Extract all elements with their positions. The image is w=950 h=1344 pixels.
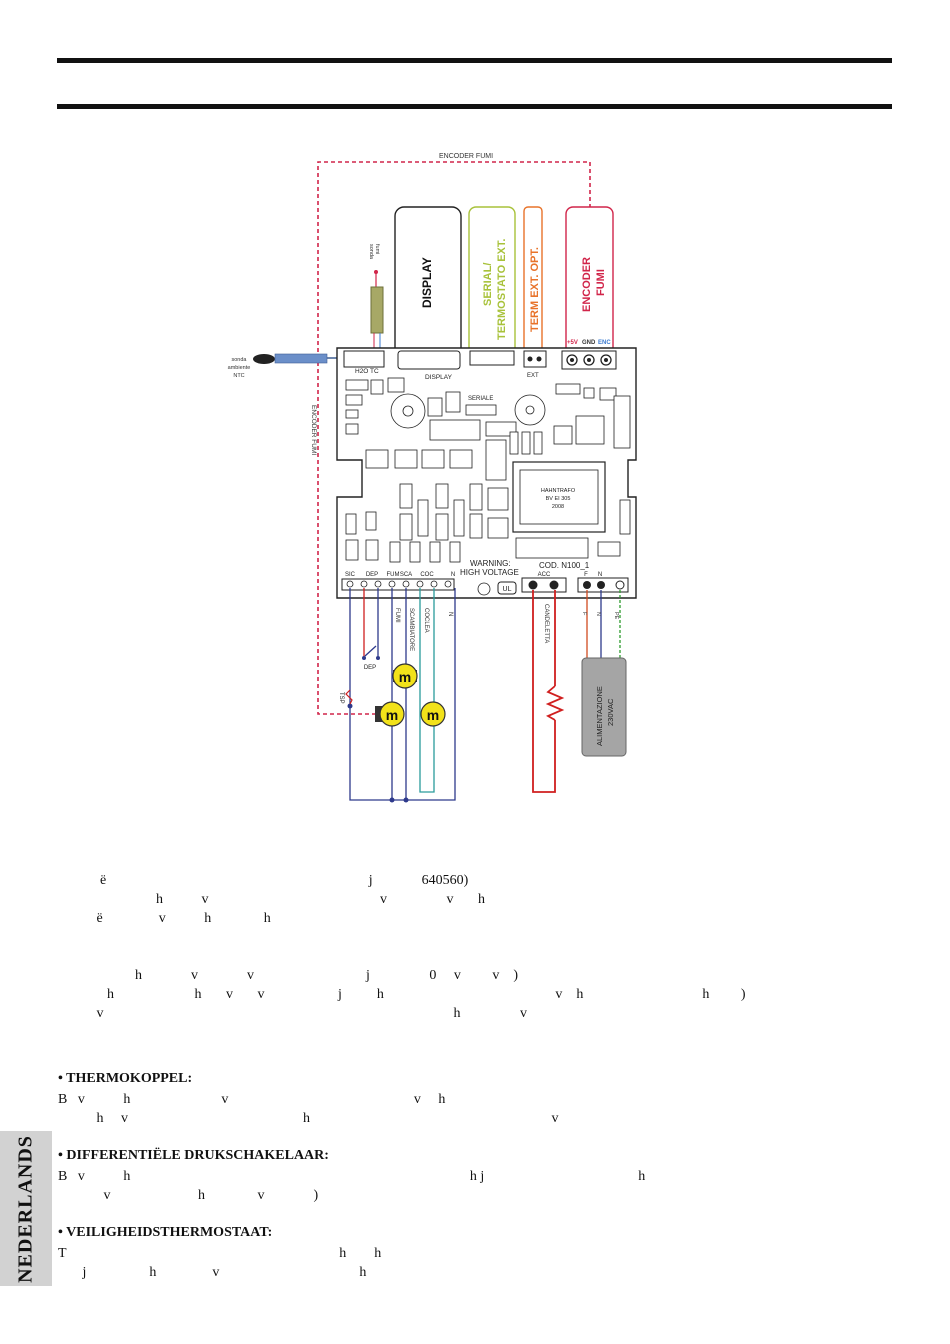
tsp-label: TSP — [338, 692, 344, 704]
ntc-cable — [274, 353, 328, 364]
terminal-sca: SCA — [400, 572, 412, 578]
warning-label-1: WARNING: — [470, 559, 511, 568]
serial-label-1: SERIAL/ — [482, 263, 494, 306]
motor-coclea: m — [420, 701, 446, 727]
alimentazione-label-2: 230VAC — [606, 698, 615, 726]
scambiatore-label: SCAMBIATORE — [408, 608, 414, 651]
alimentazione-label-1: ALIMENTAZIONE — [595, 686, 604, 746]
plus5v-label: +5V — [567, 340, 578, 346]
motor-scambiatore: m — [392, 663, 418, 689]
terminal-fum: FUM — [387, 572, 400, 578]
heading-veiligheidsthermostaat: • VEILIGHEIDSTHERMOSTAAT: — [58, 1225, 273, 1240]
sonda-amb-label-3: NTC — [233, 373, 244, 379]
acc-label: ACC — [538, 572, 551, 578]
alimentazione-box — [581, 657, 627, 757]
ext-label: EXT — [527, 373, 539, 379]
svg-text:m: m — [386, 707, 398, 723]
display-conn-label: DISPLAY — [425, 374, 453, 381]
terminal-coc: COC — [420, 572, 434, 578]
sonda-amb-label-1: sonda — [232, 357, 248, 363]
warning-label-2: HIGH VOLTAGE — [460, 568, 519, 577]
encoder-label-2: FUMI — [595, 269, 607, 296]
encoder-fumi-side-label: ENCODER FUMI — [310, 405, 317, 455]
display-label: DISPLAY — [420, 257, 434, 308]
wiring-diagram: ENCODER FUMI ENCODER FUMI DISPLAY SERIAL… — [228, 153, 637, 803]
serial-label-2: TERMOSTATO EXT. — [496, 239, 508, 340]
pe-label: PE — [613, 612, 619, 620]
term-ext-label: TERM EXT. OPT. — [529, 247, 541, 332]
body-veiligheidsthermostaat: T h h j h v h — [58, 1246, 382, 1280]
gnd-label: GND — [582, 340, 596, 346]
seriale-label: SERIALE — [468, 396, 493, 402]
sonda-amb-label-2: ambiente — [228, 365, 251, 371]
pcb-components — [345, 377, 631, 563]
coclea-label: COCLEA — [423, 608, 429, 633]
ntc-probe — [253, 354, 275, 364]
ul-label: UL — [503, 586, 512, 593]
n-wire2-label: N — [595, 612, 601, 616]
top-rule — [57, 58, 892, 63]
dep-switch — [364, 645, 377, 657]
encoder-label-1: ENCODER — [581, 257, 593, 312]
sonda-fumi-label-1: sonda — [368, 244, 374, 260]
svg-text:m: m — [427, 707, 439, 723]
language-tab-label: NEDERLANDS — [14, 1135, 37, 1283]
term-f-label: F — [584, 572, 588, 578]
dep-label: DEP — [364, 665, 376, 671]
sonda-fumi-probe — [370, 286, 384, 334]
terminal-n: N — [451, 572, 455, 578]
h2o-tc-label: H2O TC — [355, 368, 379, 375]
second-rule — [57, 104, 892, 109]
terminal-sic: SIC — [345, 572, 356, 578]
encoder-fumi-top-label: ENCODER FUMI — [439, 153, 493, 160]
n-wire-label: N — [447, 612, 453, 616]
terminal-dep: DEP — [366, 572, 378, 578]
hahntrafo-label-1: HAHNTRAFO — [541, 488, 576, 494]
encoder-dashed-wire — [317, 161, 591, 715]
f-wire-label: F — [581, 612, 587, 616]
cod-label: COD. N100_1 — [539, 561, 590, 570]
svg-text:m: m — [399, 669, 411, 685]
language-tab: NEDERLANDS — [0, 1131, 52, 1286]
heading-thermokoppel: • THERMOKOPPEL: — [58, 1071, 193, 1086]
sonda-fumi-label-2: fumi — [374, 244, 380, 254]
paragraph-2: h v v j 0 v v ) h h v v j h — [96, 968, 746, 1021]
motor-fumi: m — [375, 701, 405, 727]
body-drukschakelaar: B v h h j h v — [58, 1169, 646, 1203]
candeletta-label: CANDELETTA — [543, 604, 549, 643]
heading-drukschakelaar: • DIFFERENTIËLE DRUKSCHAKELAAR: — [58, 1148, 329, 1163]
fumi-label: FUMI — [394, 608, 400, 623]
candeletta-resistor — [545, 685, 565, 721]
hahntrafo-label-2: BV EI 305 — [546, 496, 571, 502]
body-thermokoppel: B v h v v h h v h — [58, 1092, 559, 1126]
hahntrafo-label-3: 2008 — [552, 504, 564, 510]
enc-label: ENC — [598, 340, 611, 346]
paragraph-1: ë j 640560) h v v — [96, 873, 486, 926]
term-n-label: N — [598, 572, 602, 578]
